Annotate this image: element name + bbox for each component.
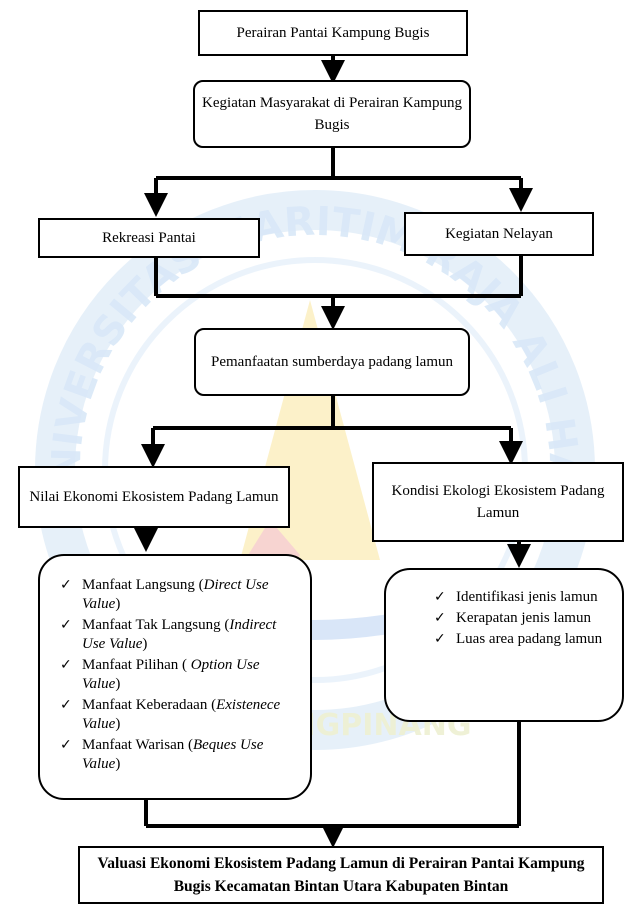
checkmark-icon: ✓ (434, 610, 446, 626)
checkmark-icon: ✓ (434, 589, 446, 605)
list-manfaat-items: ✓Manfaat Langsung (Direct Use Value) ✓Ma… (54, 576, 296, 774)
box-perairan-pantai: Perairan Pantai Kampung Bugis (198, 10, 468, 56)
box-kondisi-ekologi: Kondisi Ekologi Ekosistem Padang Lamun (372, 462, 624, 542)
list-item: ✓Manfaat Keberadaan (Existenece Value) (60, 697, 281, 732)
checkmark-icon: ✓ (60, 737, 72, 753)
box-kegiatan-masyarakat: Kegiatan Masyarakat di Perairan Kampung … (193, 80, 471, 148)
list-kondisi: ✓Identifikasi jenis lamun ✓Kerapatan jen… (384, 568, 624, 722)
box-nilai-ekonomi: Nilai Ekonomi Ekosistem Padang Lamun (18, 466, 290, 528)
checkmark-icon: ✓ (60, 657, 72, 673)
box-nilai-ekonomi-label: Nilai Ekonomi Ekosistem Padang Lamun (29, 489, 279, 505)
list-item: ✓Manfaat Warisan (Beques Use Value) (60, 737, 264, 772)
box-kegiatan-nelayan-label: Kegiatan Nelayan (445, 226, 553, 242)
list-item: ✓Manfaat Langsung (Direct Use Value) (60, 577, 269, 612)
checkmark-icon: ✓ (60, 577, 72, 593)
checkmark-icon: ✓ (434, 631, 446, 647)
box-rekreasi-pantai: Rekreasi Pantai (38, 218, 260, 258)
box-valuasi-ekonomi: Valuasi Ekonomi Ekosistem Padang Lamun d… (78, 846, 604, 904)
checkmark-icon: ✓ (60, 617, 72, 633)
box-rekreasi-pantai-label: Rekreasi Pantai (102, 230, 196, 246)
box-valuasi-ekonomi-label: Valuasi Ekonomi Ekosistem Padang Lamun d… (97, 855, 585, 895)
list-kondisi-items: ✓Identifikasi jenis lamun ✓Kerapatan jen… (428, 588, 612, 649)
checkmark-icon: ✓ (60, 697, 72, 713)
list-item: ✓Kerapatan jenis lamun (434, 610, 591, 626)
list-item: ✓Luas area padang lamun (434, 631, 603, 647)
box-kondisi-ekologi-label: Kondisi Ekologi Ekosistem Padang Lamun (391, 483, 605, 521)
list-item: ✓Manfaat Tak Langsung (Indirect Use Valu… (60, 617, 277, 652)
box-kegiatan-nelayan: Kegiatan Nelayan (404, 212, 594, 256)
box-pemanfaatan: Pemanfaatan sumberdaya padang lamun (194, 328, 470, 396)
box-pemanfaatan-label: Pemanfaatan sumberdaya padang lamun (211, 354, 453, 370)
list-manfaat: ✓Manfaat Langsung (Direct Use Value) ✓Ma… (38, 554, 312, 800)
box-perairan-pantai-label: Perairan Pantai Kampung Bugis (236, 25, 430, 41)
box-kegiatan-masyarakat-label: Kegiatan Masyarakat di Perairan Kampung … (202, 95, 462, 133)
list-item: ✓Manfaat Pilihan ( Option Use Value) (60, 657, 260, 692)
list-item: ✓Identifikasi jenis lamun (434, 589, 598, 605)
